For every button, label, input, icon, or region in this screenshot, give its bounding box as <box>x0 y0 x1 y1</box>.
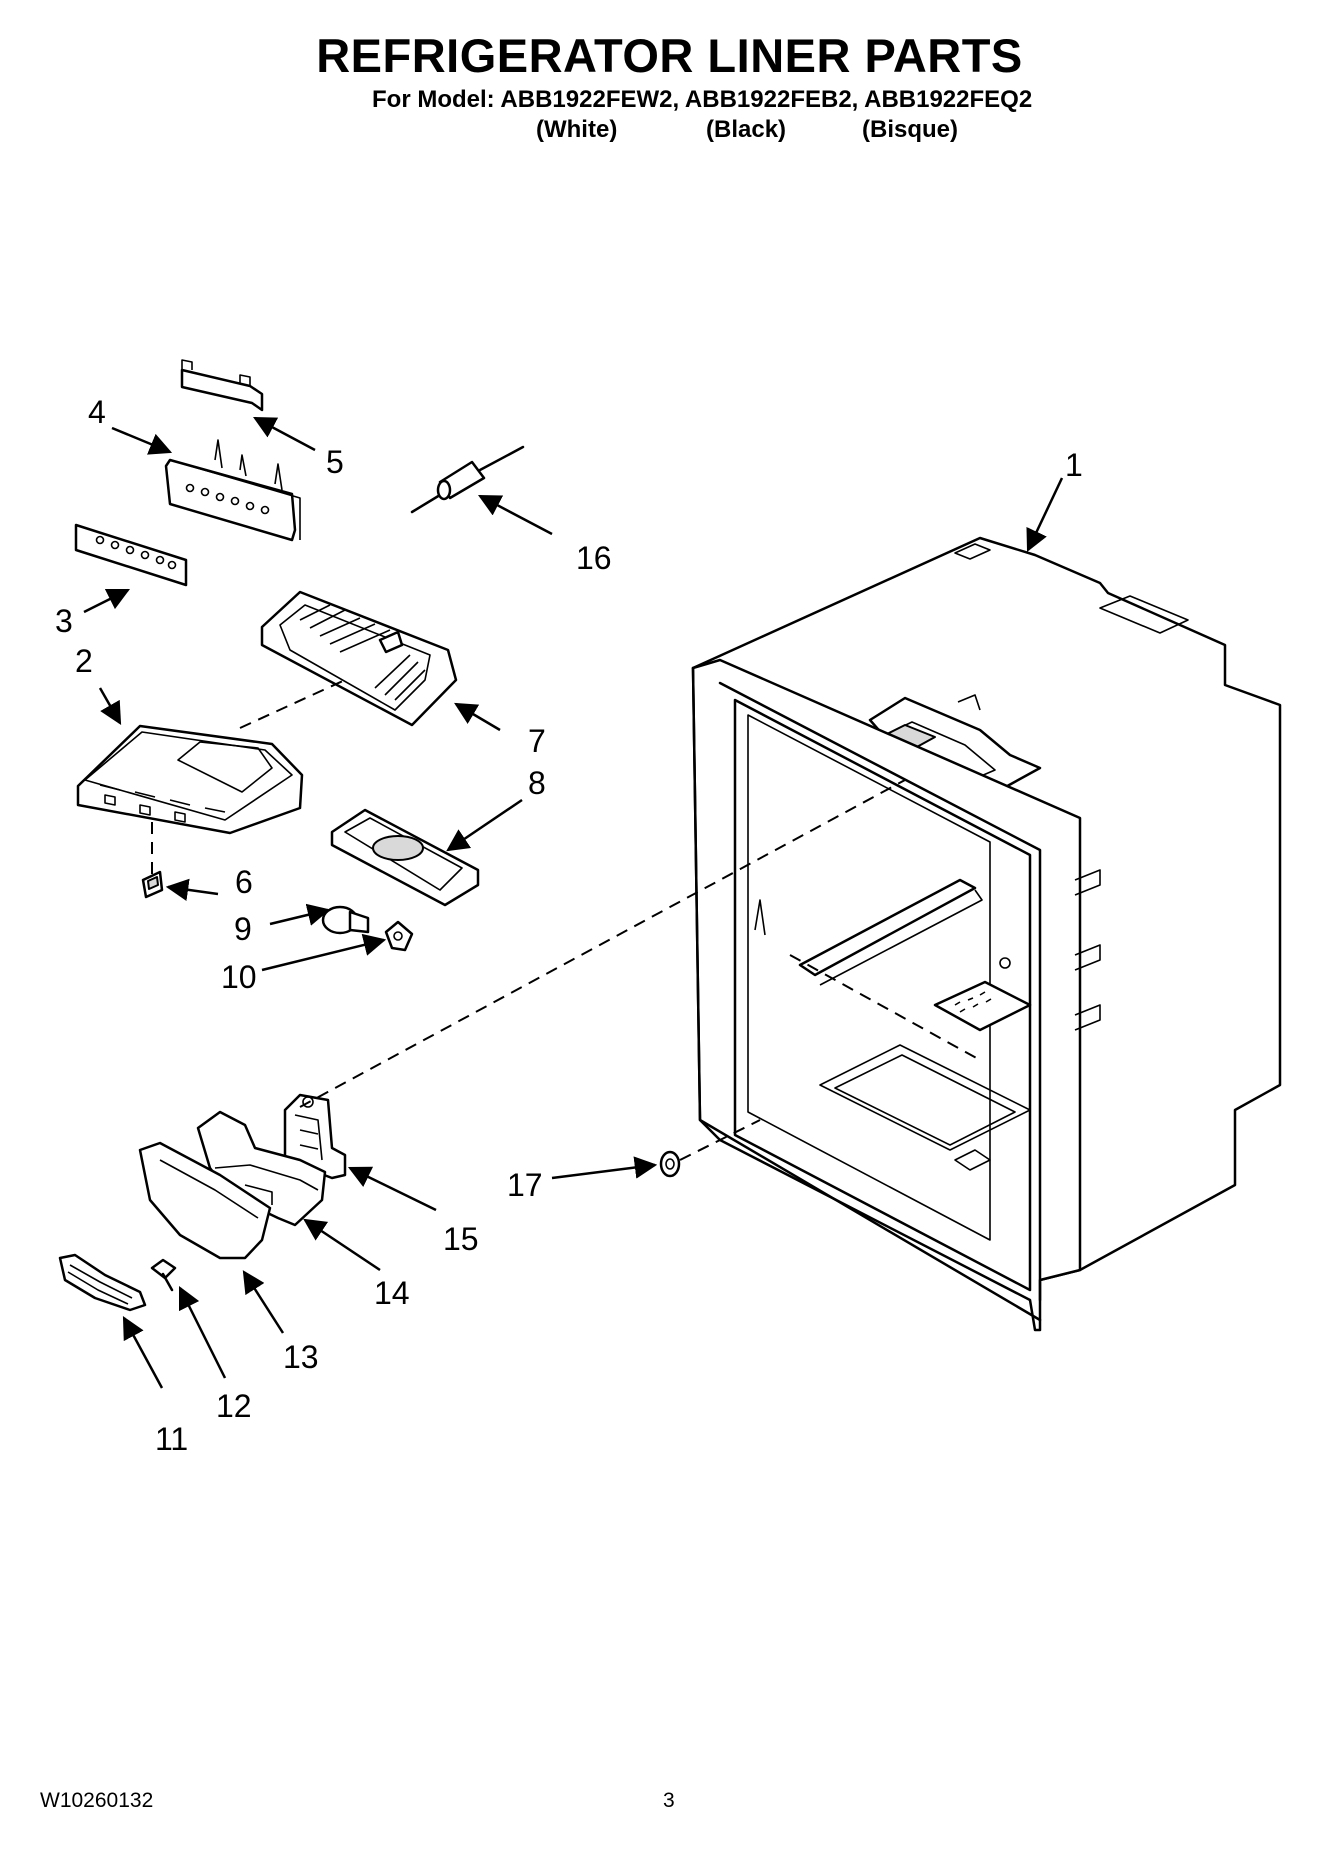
callout-16: 16 <box>576 540 612 576</box>
callout-10: 10 <box>221 959 257 995</box>
callout-8: 8 <box>528 765 546 801</box>
color-label-black: (Black) <box>706 116 787 143</box>
callout-7: 7 <box>528 723 546 759</box>
callout-4: 4 <box>88 394 106 430</box>
callouts: 1 2 3 4 5 6 7 8 9 10 11 12 13 14 15 16 1… <box>55 394 1083 1457</box>
leader-arrows <box>83 416 1064 1389</box>
callout-9: 9 <box>234 911 252 947</box>
callout-17: 17 <box>507 1167 543 1203</box>
callout-13: 13 <box>283 1339 319 1375</box>
color-label-white: (White) <box>536 116 618 143</box>
part-5 <box>180 359 264 412</box>
part-17 <box>659 1150 681 1178</box>
part-11 <box>58 1253 147 1312</box>
color-label-bisque: (Bisque) <box>862 116 958 143</box>
part-3 <box>74 523 188 587</box>
callout-2: 2 <box>75 643 93 679</box>
part-6 <box>141 870 164 899</box>
callout-1: 1 <box>1065 447 1083 483</box>
page-number: 3 <box>663 1789 675 1812</box>
part-10 <box>384 920 414 952</box>
liner-part-1 <box>691 536 1282 1332</box>
callout-14: 14 <box>374 1275 410 1311</box>
callout-6: 6 <box>235 864 253 900</box>
part-9 <box>321 905 370 935</box>
part-12 <box>150 1258 177 1292</box>
callout-15: 15 <box>443 1221 479 1257</box>
callout-3: 3 <box>55 603 73 639</box>
part-2 <box>76 724 304 835</box>
part-7 <box>260 590 458 727</box>
assembly-lines <box>151 679 981 1161</box>
model-line: For Model: ABB1922FEW2, ABB1922FEB2, ABB… <box>372 86 1033 113</box>
part-8 <box>330 808 480 907</box>
callout-12: 12 <box>216 1388 252 1424</box>
part-4 <box>164 439 301 542</box>
callout-11: 11 <box>155 1421 188 1457</box>
doc-number: W10260132 <box>40 1789 154 1812</box>
page-title: REFRIGERATOR LINER PARTS <box>316 29 1023 82</box>
part-13 <box>138 1141 272 1260</box>
callout-5: 5 <box>326 444 344 480</box>
part-16 <box>410 445 525 514</box>
